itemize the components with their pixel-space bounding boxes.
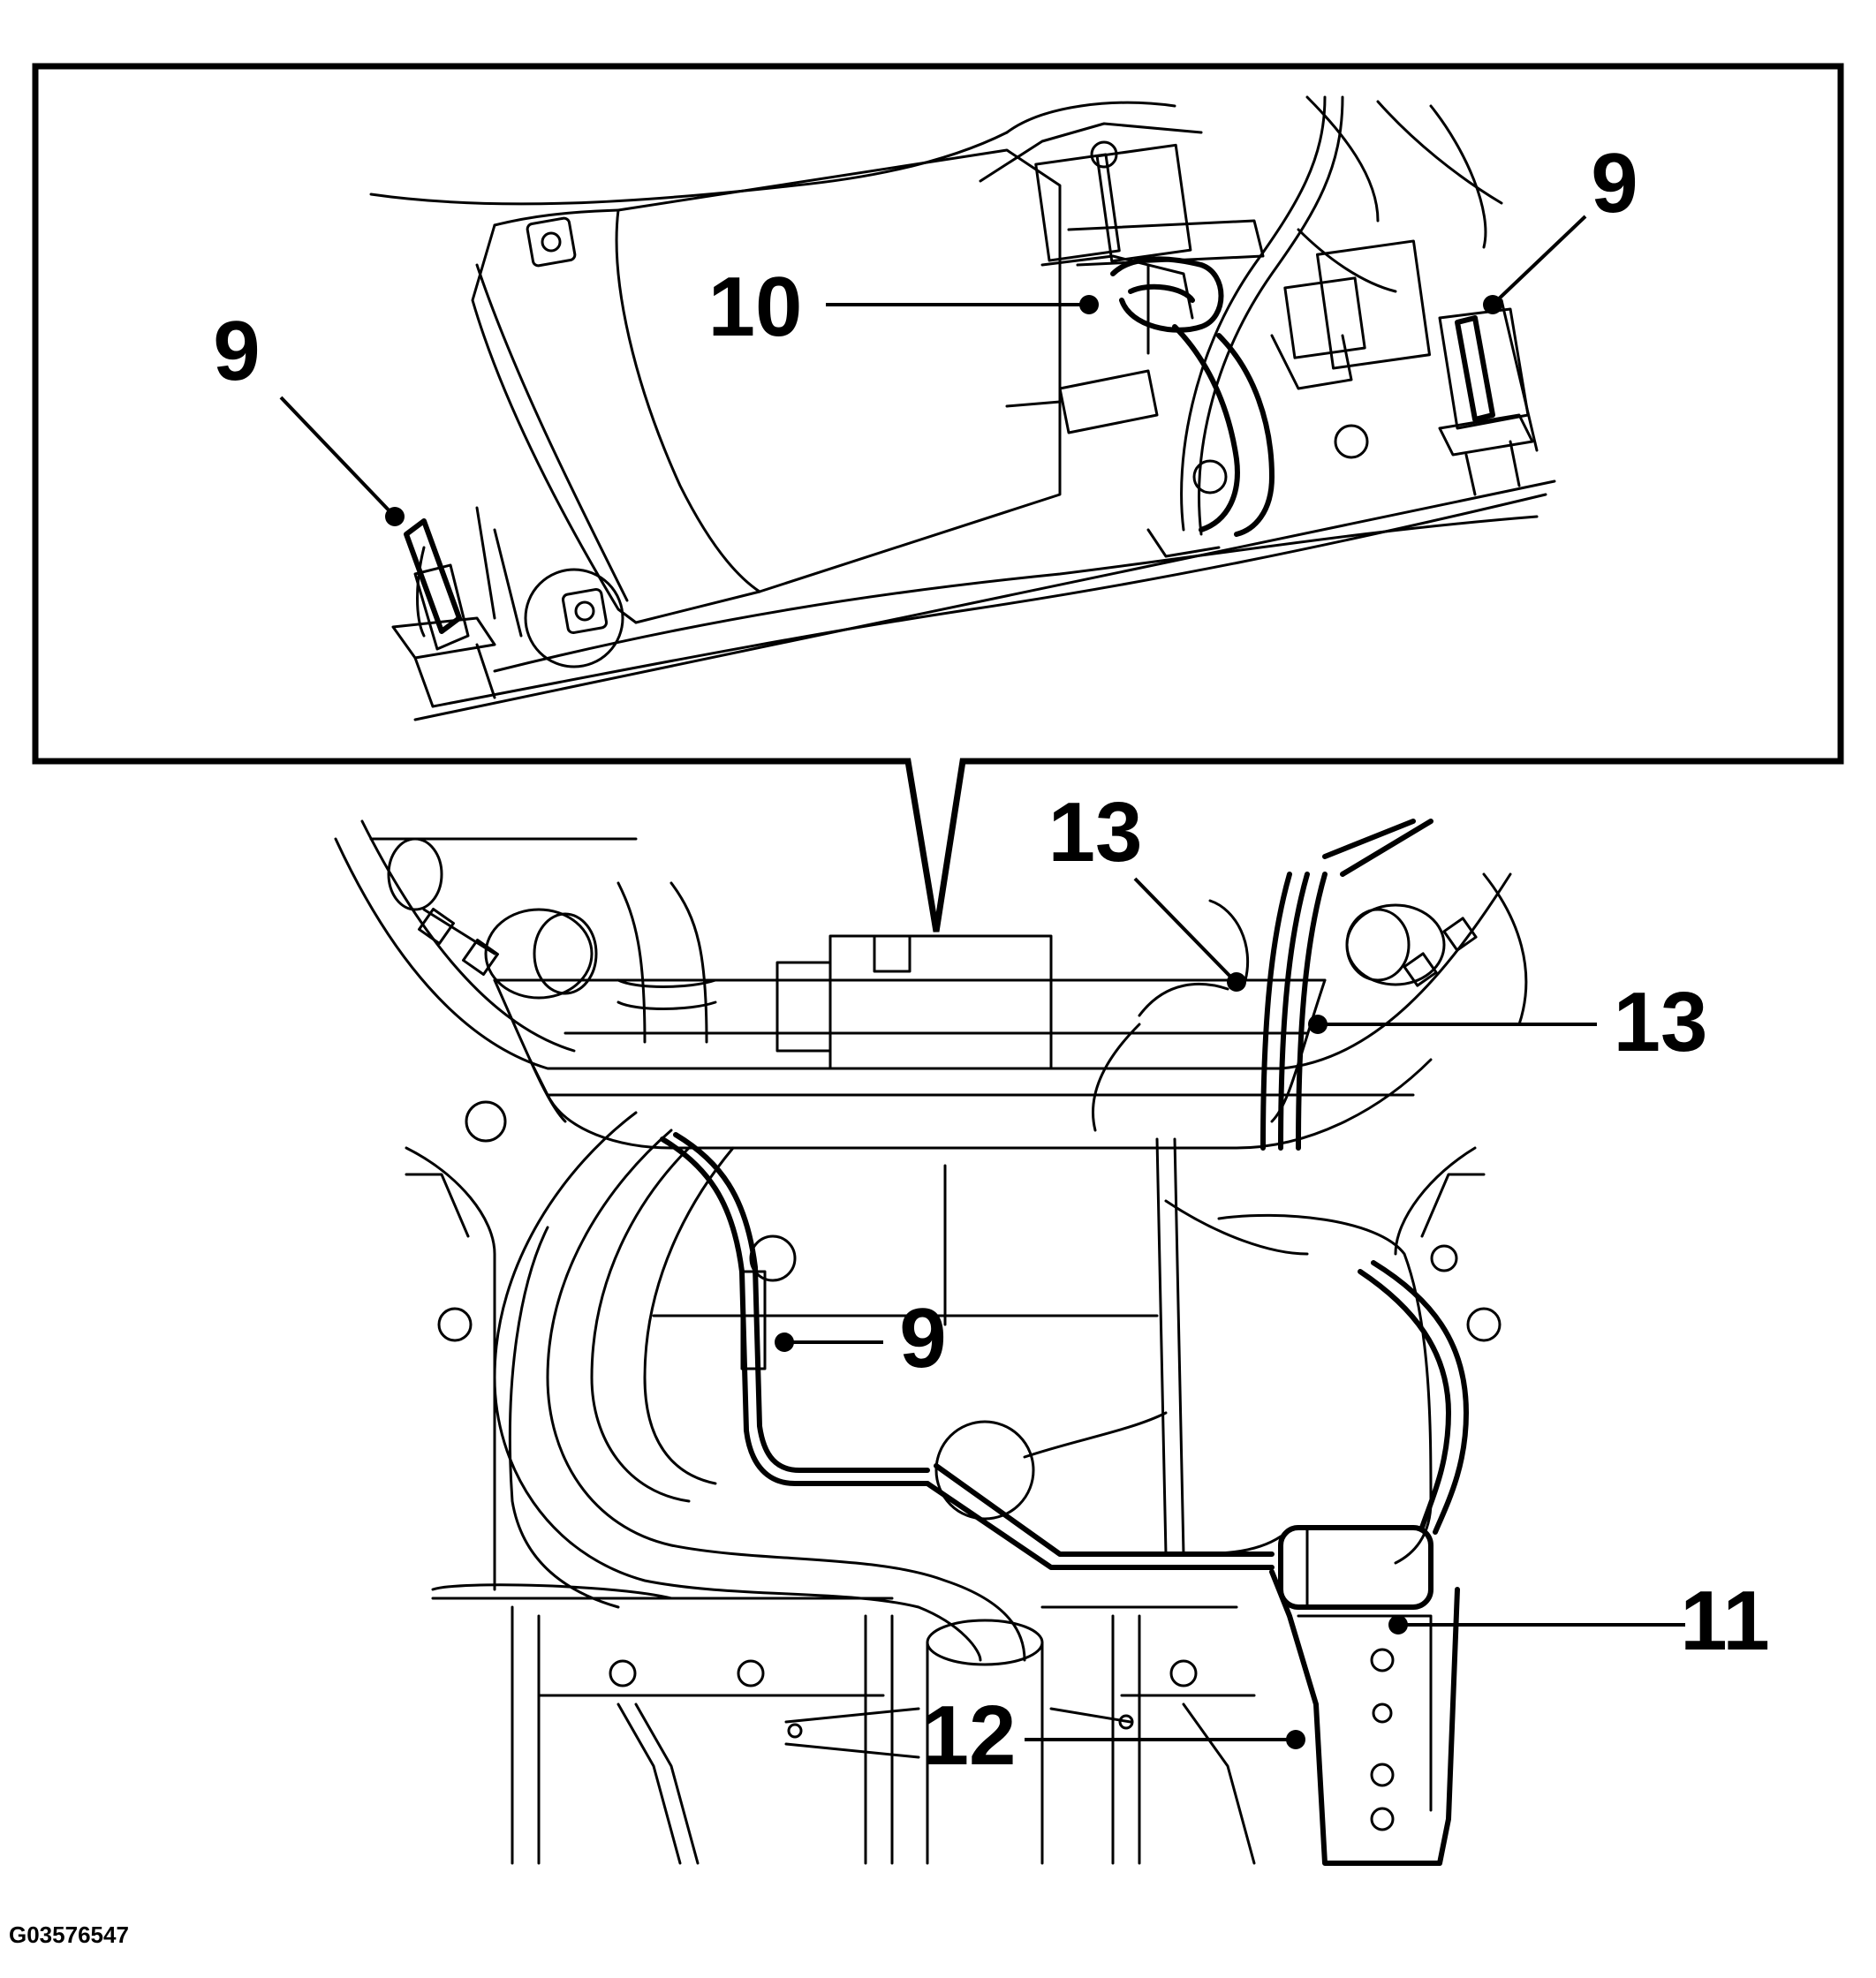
detail-inset: 9 10 9 xyxy=(32,63,1844,932)
svg-text:9: 9 xyxy=(213,304,260,398)
callout-13-upper: 13 xyxy=(1048,785,1246,992)
callout-9-inset-right: 9 xyxy=(1483,136,1638,314)
underbody-view xyxy=(334,819,1528,1866)
inset-drawing xyxy=(369,95,1556,721)
callout-12: 12 xyxy=(922,1688,1305,1783)
inset-frame xyxy=(32,63,1844,932)
svg-text:9: 9 xyxy=(899,1291,946,1385)
svg-text:13: 13 xyxy=(1048,785,1143,880)
callout-13-right: 13 xyxy=(1308,975,1707,1069)
callout-9-main: 9 xyxy=(775,1291,947,1385)
callout-9-inset-left: 9 xyxy=(213,304,405,526)
callout-11: 11 xyxy=(1388,1574,1770,1668)
figure-id: G03576547 xyxy=(9,1921,129,1948)
svg-text:10: 10 xyxy=(708,260,803,354)
svg-text:9: 9 xyxy=(1591,136,1638,230)
svg-text:13: 13 xyxy=(1614,975,1708,1069)
callout-10-inset: 10 xyxy=(708,260,1099,354)
svg-text:11: 11 xyxy=(1680,1574,1769,1668)
svg-text:12: 12 xyxy=(922,1688,1017,1783)
